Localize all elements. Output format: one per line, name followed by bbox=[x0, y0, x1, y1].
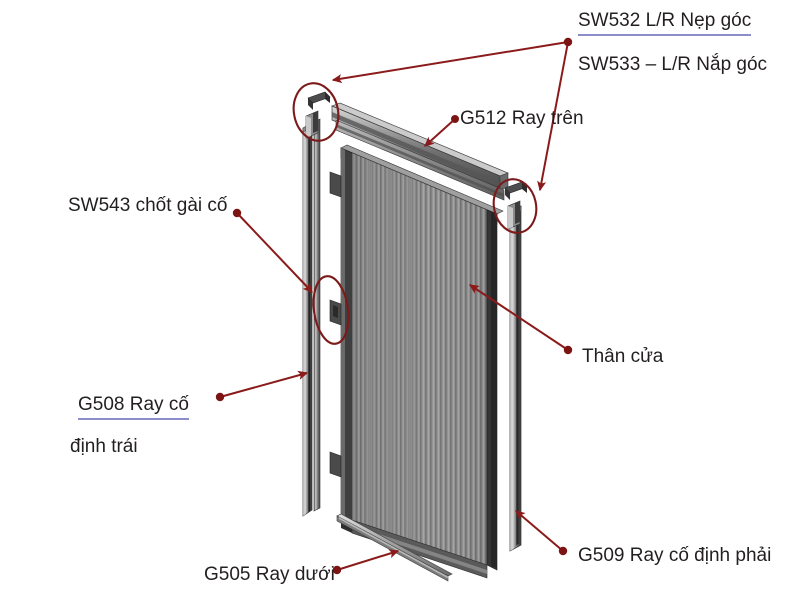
leader-dots bbox=[215, 37, 573, 575]
part-top-rail bbox=[331, 102, 509, 201]
leader-dot-sw543 bbox=[232, 208, 242, 218]
part-corner-cap-left bbox=[307, 91, 331, 110]
label-g509-text: G509 Ray cố định phải bbox=[578, 545, 772, 566]
label-sw543-text: SW543 chốt gài cố bbox=[68, 195, 228, 216]
leader-dot-sw532 bbox=[563, 37, 573, 47]
label-sw533-text: SW533 – L/R Nắp góc bbox=[578, 54, 768, 75]
leader-dot-g505 bbox=[332, 565, 342, 575]
circle-top-right-corner bbox=[492, 178, 538, 234]
part-screen-body bbox=[340, 144, 504, 579]
leader-sw532-topleft bbox=[331, 41, 569, 84]
leader-g505 bbox=[336, 549, 400, 571]
label-g508-text-2: định trái bbox=[70, 436, 138, 457]
part-corner-trim-right bbox=[507, 200, 521, 230]
leader-g508 bbox=[219, 370, 309, 398]
circle-top-left-corner bbox=[292, 82, 340, 142]
leader-g512 bbox=[424, 118, 456, 147]
leader-dot-g512 bbox=[451, 115, 459, 123]
circle-latch bbox=[312, 275, 350, 345]
leader-dot-g508 bbox=[215, 392, 225, 402]
label-g508-text: G508 Ray cố bbox=[78, 392, 189, 420]
leader-dot-g509 bbox=[558, 546, 568, 556]
leader-sw543 bbox=[236, 212, 313, 293]
leader-lines bbox=[219, 41, 569, 571]
label-sw532-text: SW532 L/R Nẹp góc bbox=[578, 8, 752, 36]
part-latch bbox=[329, 171, 342, 478]
label-g505-text: G505 Ray dưới bbox=[204, 564, 335, 585]
part-bottom-rail bbox=[336, 513, 453, 582]
callout-circles bbox=[292, 82, 538, 345]
label-than-cua-text: Thân cửa bbox=[582, 346, 664, 367]
leader-thancua bbox=[468, 284, 569, 351]
leader-sw533-topright bbox=[537, 41, 569, 192]
leader-dot-thancua bbox=[563, 345, 573, 355]
part-right-rail bbox=[509, 205, 522, 552]
label-g512-text: G512 Ray trên bbox=[460, 108, 584, 129]
part-left-rail bbox=[302, 122, 313, 517]
part-corner-trim-left bbox=[305, 110, 319, 139]
leader-g509 bbox=[515, 510, 564, 552]
